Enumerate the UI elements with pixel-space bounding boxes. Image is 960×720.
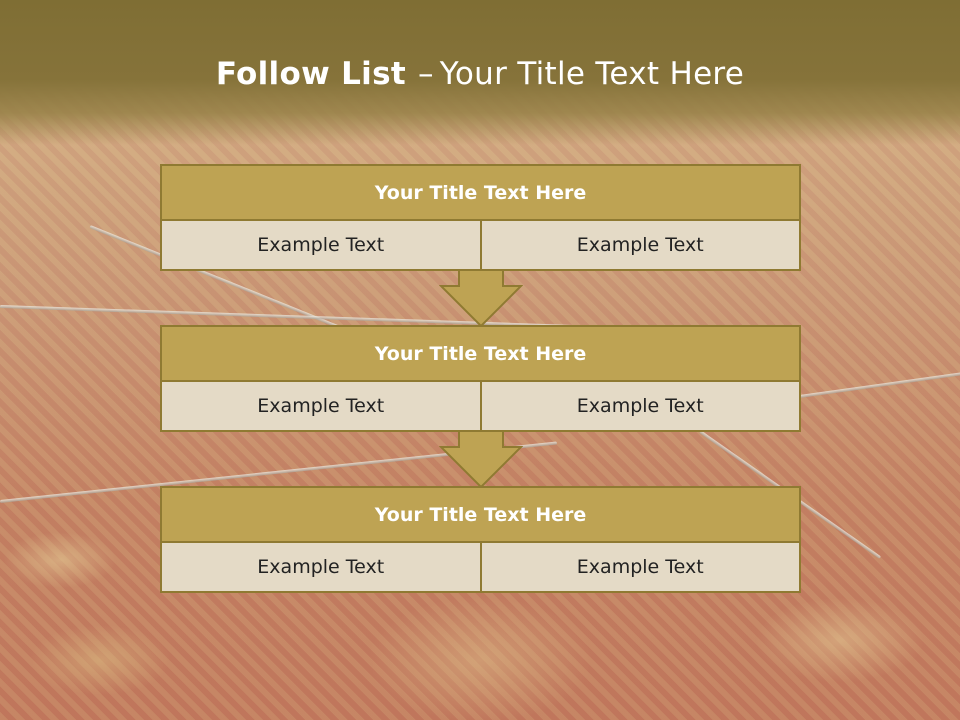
block-cell-right: Example Text [481, 221, 801, 271]
title-dash: – [417, 56, 434, 92]
list-block-1: Your Title Text Here Example Text Exampl… [160, 164, 801, 271]
block-cell-left: Example Text [160, 382, 482, 432]
block-row: Example Text Example Text [160, 543, 801, 593]
title-bold: Follow List [215, 56, 406, 92]
list-block-3: Your Title Text Here Example Text Exampl… [160, 486, 801, 593]
block-cell-left: Example Text [160, 543, 482, 593]
block-title: Your Title Text Here [160, 486, 801, 543]
title-rest: Your Title Text Here [439, 56, 745, 92]
block-title: Your Title Text Here [160, 164, 801, 221]
block-row: Example Text Example Text [160, 221, 801, 271]
block-cell-right: Example Text [481, 382, 801, 432]
header-band [0, 0, 960, 145]
block-cell-right: Example Text [481, 543, 801, 593]
down-arrow-icon [439, 270, 523, 328]
down-arrow-icon [439, 431, 523, 489]
needle-decoration [799, 367, 960, 398]
block-cell-left: Example Text [160, 221, 482, 271]
list-block-2: Your Title Text Here Example Text Exampl… [160, 325, 801, 432]
block-row: Example Text Example Text [160, 382, 801, 432]
slide-title: Follow List–Your Title Text Here [0, 56, 960, 92]
block-title: Your Title Text Here [160, 325, 801, 382]
